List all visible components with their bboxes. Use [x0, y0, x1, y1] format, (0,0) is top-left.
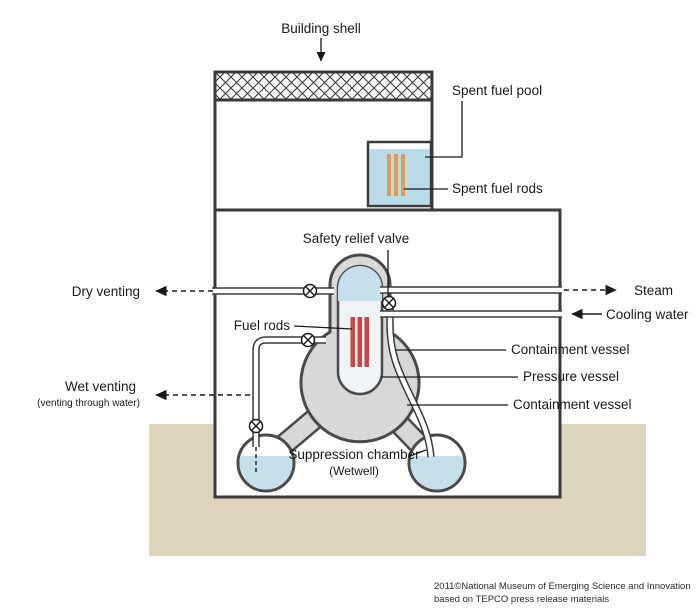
building-roof-hatch [213, 70, 434, 102]
label-containment-vessel-lower: Containment vessel [513, 397, 632, 412]
wet-venting-valve-icon [300, 332, 316, 348]
spent-fuel-pool-water [369, 149, 430, 205]
label-wet-venting: Wet venting [65, 379, 136, 394]
pressure-vessel [336, 264, 384, 396]
label-safety-relief-valve: Safety relief valve [303, 231, 410, 246]
suppression-chamber-right [407, 433, 467, 493]
label-containment-vessel-upper: Containment vessel [511, 342, 630, 357]
label-fuel-rods: Fuel rods [234, 318, 291, 333]
label-suppression-chamber-sub: (Wetwell) [329, 464, 379, 478]
credit-line-1: 2011©National Museum of Emerging Science… [434, 581, 691, 592]
leader-spent-fuel-pool [425, 101, 463, 158]
label-wet-venting-sub: (venting through water) [37, 398, 140, 409]
safety-relief-valve-icon [381, 295, 397, 311]
spent-fuel-pool [366, 140, 433, 208]
wet-venting-pipe [252, 336, 326, 447]
leader-fuel-rods [293, 325, 353, 330]
dry-venting-valve-icon [302, 283, 318, 299]
leader-suppression-chamber [409, 449, 427, 457]
suppression-chamber-left [236, 433, 296, 493]
label-building-shell: Building shell [281, 21, 361, 36]
spent-fuel-rods [387, 154, 405, 196]
label-spent-fuel-pool: Spent fuel pool [452, 83, 542, 98]
label-cooling-water: Cooling water [606, 307, 689, 322]
label-steam: Steam [634, 283, 673, 298]
label-suppression-chamber: Suppression chamber [288, 447, 420, 462]
credit-line-2: based on TEPCO press release materials [434, 594, 609, 605]
label-dry-venting: Dry venting [72, 284, 140, 299]
wet-venting-lower-valve-icon [248, 418, 264, 434]
srv-discharge-pipe [386, 306, 435, 458]
fuel-rods [350, 317, 369, 367]
pressure-vessel-water [338, 266, 382, 301]
label-spent-fuel-rods: Spent fuel rods [452, 181, 543, 196]
label-pressure-vessel: Pressure vessel [523, 369, 619, 384]
